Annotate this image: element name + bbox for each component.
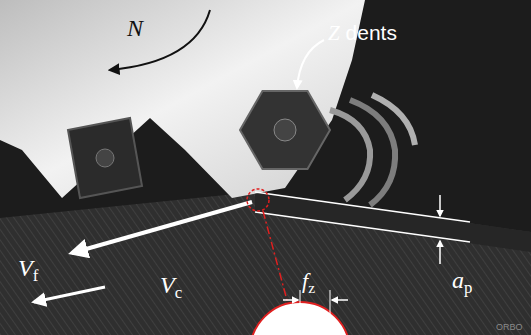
speed-symbol: N [127,16,143,40]
feed-speed-symbol: Vf [18,256,38,280]
depth-arrow [439,195,441,216]
teeth-pointer [297,40,324,88]
cutting-speed-arrow [72,202,252,253]
cutter-body [0,0,365,198]
depth-line [255,212,470,242]
feed-dim-arrow [283,299,298,301]
edge-circle [247,189,269,211]
feed-per-tooth-symbol: fz [302,270,315,292]
depth-arrow [439,241,441,264]
teeth-label: Z dents [328,22,397,44]
feed-extension [330,290,331,335]
feed-dim-arrow [332,299,348,301]
workpiece [0,192,531,335]
right-insert [240,91,330,169]
cut-step [255,192,531,252]
watermark: ORBO [496,323,523,332]
depth-symbol: ap [452,268,472,292]
feed-extension [300,290,301,335]
feed-arrow [34,287,105,302]
rotation-arrow [110,10,210,70]
left-insert [68,118,142,198]
chips [330,95,415,205]
depth-line [255,192,470,222]
cutting-speed-symbol: Vc [160,273,182,297]
